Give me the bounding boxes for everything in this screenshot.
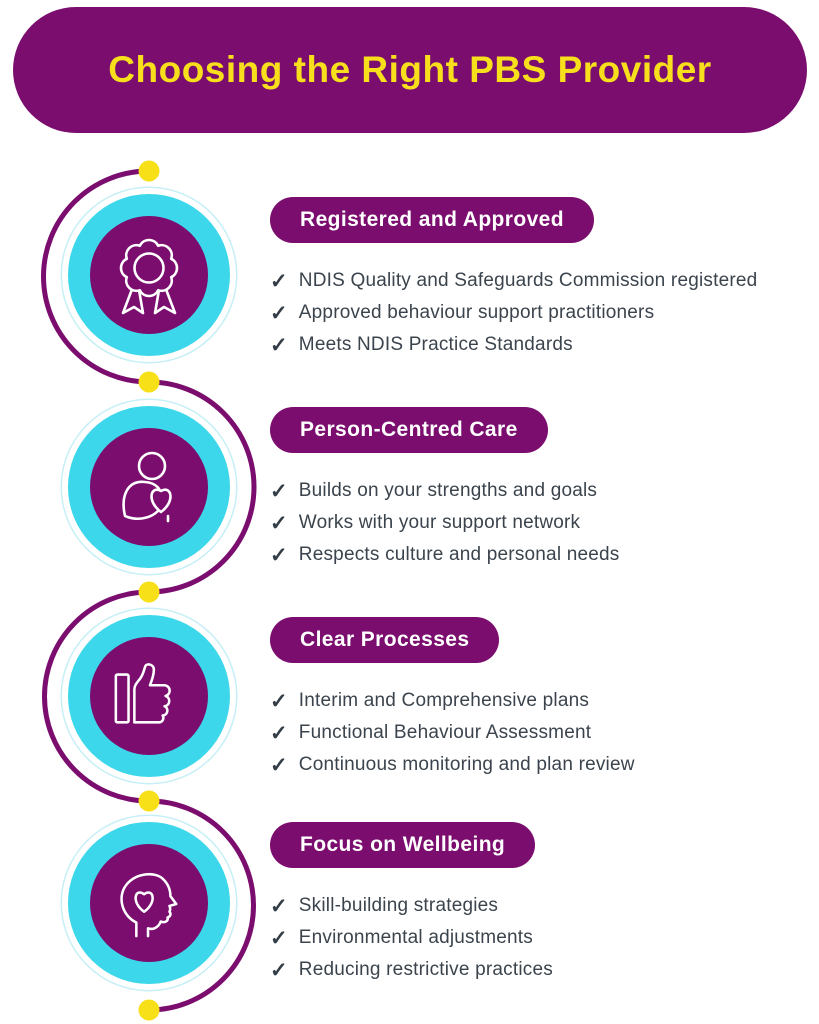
badge-registered — [68, 194, 230, 356]
list-item: ✓ Meets NDIS Practice Standards — [270, 329, 757, 361]
check-icon: ✓ — [270, 958, 288, 982]
check-icon: ✓ — [270, 301, 288, 325]
badge-wellbeing — [68, 822, 230, 984]
list-item: ✓ Approved behaviour support practitioner… — [270, 297, 757, 329]
list-item-text: Builds on your strengths and goals — [298, 480, 598, 501]
list-item: ✓ Functional Behaviour Assessment — [270, 717, 635, 749]
timeline-dot-1 — [138, 160, 160, 182]
check-icon: ✓ — [270, 894, 288, 918]
check-icon: ✓ — [270, 926, 288, 950]
person-holding-heart-icon — [122, 451, 172, 523]
list-item-text: Interim and Comprehensive plans — [298, 690, 590, 711]
timeline-dot-4 — [138, 790, 160, 812]
list-item-text: Meets NDIS Practice Standards — [298, 334, 573, 355]
badge-clear-processes — [68, 615, 230, 777]
checklist: ✓ Builds on your strengths and goals ✓ Wor… — [270, 475, 620, 571]
check-icon: ✓ — [270, 753, 288, 777]
thumbs-up-icon — [114, 663, 171, 724]
section-wellbeing: Focus on Wellbeing ✓ Skill-building strat… — [270, 822, 553, 986]
check-icon: ✓ — [270, 511, 288, 535]
checklist: ✓ NDIS Quality and Safeguards Commission … — [270, 265, 757, 361]
timeline-dot-2 — [138, 371, 160, 393]
list-item-text: Functional Behaviour Assessment — [298, 722, 592, 743]
list-item-text: Skill-building strategies — [298, 895, 499, 916]
list-item: ✓ Environmental adjustments — [270, 922, 553, 954]
list-item: ✓ Continuous monitoring and plan review — [270, 749, 635, 781]
section-heading-pill: Clear Processes — [270, 617, 500, 663]
check-icon: ✓ — [270, 689, 288, 713]
section-heading-pill: Registered and Approved — [270, 197, 594, 243]
list-item-text: NDIS Quality and Safeguards Commission r… — [298, 270, 758, 291]
check-icon: ✓ — [270, 269, 288, 293]
list-item-text: Continuous monitoring and plan review — [298, 754, 635, 775]
list-item-text: Respects culture and personal needs — [298, 544, 620, 565]
check-icon: ✓ — [270, 479, 288, 503]
section-registered: Registered and Approved ✓ NDIS Quality an… — [270, 197, 757, 361]
badge-person-centred — [68, 406, 230, 568]
list-item-text: Works with your support network — [298, 512, 581, 533]
timeline-dot-5 — [138, 999, 160, 1021]
timeline-dot-3 — [138, 581, 160, 603]
check-icon: ✓ — [270, 333, 288, 357]
list-item-text: Environmental adjustments — [298, 927, 533, 948]
list-item: ✓ Builds on your strengths and goals — [270, 475, 620, 507]
header-banner: Choosing the Right PBS Provider — [13, 7, 807, 133]
section-heading-pill: Person-Centred Care — [270, 407, 548, 453]
check-icon: ✓ — [270, 543, 288, 567]
head-with-heart-icon — [120, 872, 178, 938]
list-item-text: Reducing restrictive practices — [298, 959, 553, 980]
section-clear-processes: Clear Processes ✓ Interim and Comprehensi… — [270, 617, 635, 781]
section-heading-pill: Focus on Wellbeing — [270, 822, 536, 868]
award-badge-icon — [119, 238, 179, 315]
page-title: Choosing the Right PBS Provider — [108, 49, 712, 90]
list-item-text: Approved behaviour support practitioners — [298, 302, 655, 323]
check-icon: ✓ — [270, 721, 288, 745]
checklist: ✓ Skill-building strategies ✓ Environmenta… — [270, 890, 553, 986]
checklist: ✓ Interim and Comprehensive plans ✓ Functi… — [270, 685, 635, 781]
section-person-centred: Person-Centred Care ✓ Builds on your stre… — [270, 407, 620, 571]
list-item: ✓ NDIS Quality and Safeguards Commission … — [270, 265, 757, 297]
list-item: ✓ Skill-building strategies — [270, 890, 553, 922]
list-item: ✓ Respects culture and personal needs — [270, 539, 620, 571]
list-item: ✓ Interim and Comprehensive plans — [270, 685, 635, 717]
list-item: ✓ Works with your support network — [270, 507, 620, 539]
list-item: ✓ Reducing restrictive practices — [270, 954, 553, 986]
